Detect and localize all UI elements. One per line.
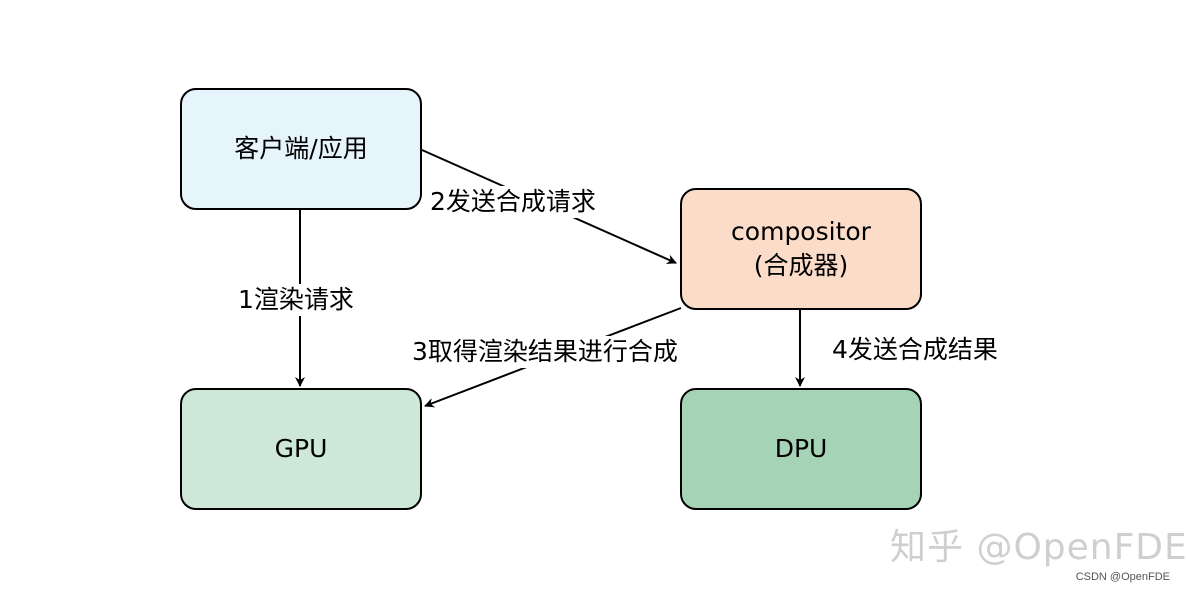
node-compositor-label: compositor (合成器) bbox=[731, 217, 871, 280]
node-gpu-label: GPU bbox=[274, 434, 328, 464]
edge-label-fetch-render-result: 3取得渲染结果进行合成 bbox=[410, 336, 680, 368]
edge-label-render-request: 1渲染请求 bbox=[236, 284, 356, 316]
csdn-credit: CSDN @OpenFDE bbox=[1075, 571, 1170, 583]
edge-label-send-compose-request: 2发送合成请求 bbox=[428, 186, 598, 218]
edge-label-send-compose-result: 4发送合成结果 bbox=[830, 334, 1000, 366]
zhihu-watermark: 知乎 @OpenFDE bbox=[890, 527, 1186, 568]
node-client-app: 客户端/应用 bbox=[180, 88, 422, 210]
node-dpu-label: DPU bbox=[774, 434, 828, 464]
node-compositor: compositor (合成器) bbox=[680, 188, 922, 310]
node-gpu: GPU bbox=[180, 388, 422, 510]
node-dpu: DPU bbox=[680, 388, 922, 510]
node-client-app-label: 客户端/应用 bbox=[234, 134, 368, 164]
